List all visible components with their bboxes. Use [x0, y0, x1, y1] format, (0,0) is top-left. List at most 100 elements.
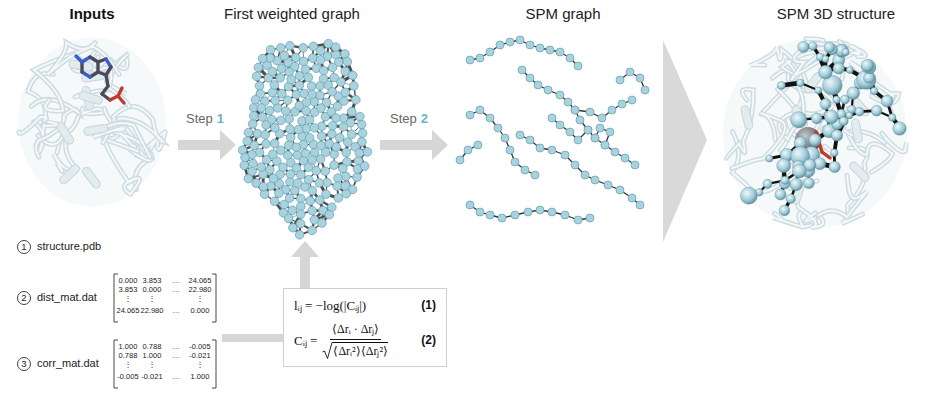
- protein-ribbon: [842, 148, 868, 224]
- graph-vertex: [344, 138, 353, 147]
- spm-vertex: [486, 114, 494, 122]
- formula-row: lᵢⱼ = −log(|Cᵢⱼ|)(1): [294, 296, 436, 314]
- spm-3d-sphere: [798, 41, 809, 52]
- graph-vertex: [257, 104, 266, 113]
- graph-vertex: [317, 141, 326, 150]
- spm-vertex: [501, 134, 509, 142]
- spm-3d-sphere: [824, 42, 835, 53]
- matrix-cell-box: 24.065: [189, 277, 212, 285]
- protein-cartoon: [723, 38, 907, 228]
- spm-vertex: [608, 106, 616, 114]
- graph-vertex: [294, 125, 303, 134]
- graph-vertex: [268, 115, 277, 124]
- graph-vertex: [279, 163, 288, 172]
- callout-circle: 3: [17, 357, 31, 371]
- callout-number: 3: [21, 358, 26, 369]
- spm-vertex: [591, 134, 599, 142]
- graph-vertex: [248, 120, 257, 129]
- graph-vertex: [258, 54, 267, 63]
- spm-3d-sphere: [781, 176, 789, 184]
- spm-3d-sphere: [846, 67, 853, 74]
- equation: lᵢⱼ = −log(|Cᵢⱼ|): [294, 296, 366, 314]
- matrix-cell-box: …: [172, 286, 180, 294]
- graph-vertex: [255, 82, 264, 91]
- spm-vertex: [556, 121, 564, 129]
- spm-vertex: [576, 116, 584, 124]
- matrix-cell: …: [172, 351, 180, 360]
- graph-vertex: [332, 114, 341, 123]
- protein-helix: [83, 124, 108, 136]
- spm-vertex: [574, 62, 582, 70]
- spm-3d-sphere: [864, 72, 875, 83]
- spm-3d-sphere: [792, 164, 806, 178]
- matrix-cell: …: [172, 285, 180, 294]
- panel-heading-box: SPM 3D structure: [777, 5, 895, 22]
- matrix-cell-box: 0.000: [119, 277, 138, 285]
- graph-vertex: [310, 124, 319, 133]
- spm-3d-sphere: [888, 114, 896, 122]
- spm-vertex: [591, 134, 599, 142]
- matrix-cell-box: 1.000: [119, 343, 138, 351]
- fraction: ⟨Δrᵢ · Δrⱼ⟩⟨Δrᵢ²⟩⟨Δrⱼ²⟩: [322, 320, 389, 359]
- graph-vertex: [249, 159, 258, 168]
- spm-3d-sphere: [808, 42, 817, 51]
- graph-vertex: [296, 210, 305, 219]
- graph-vertex: [244, 128, 253, 137]
- graph-vertex: [341, 88, 350, 97]
- graph-vertex: [305, 115, 314, 124]
- spm-vertex: [506, 146, 514, 154]
- matrix-cell: ⋮: [196, 294, 204, 303]
- step-number-box: 2: [421, 112, 428, 127]
- spm-vertex: [456, 156, 464, 164]
- spm-vertex: [511, 158, 519, 166]
- graph-vertex: [319, 66, 328, 75]
- spm-3d-sphere: [766, 155, 773, 162]
- matrix-cell-box: …: [172, 343, 180, 351]
- matrix-cell-box: 1.000: [143, 352, 162, 360]
- protein-cartoon: [18, 37, 165, 206]
- spm-3d-sphere: [811, 113, 822, 124]
- spm-vertex: [548, 146, 556, 154]
- graph-vertex: [251, 96, 260, 105]
- graph-vertex: [254, 63, 263, 72]
- graph-vertex: [316, 47, 325, 56]
- protein-surface: [723, 38, 907, 228]
- protein-ribbon: [818, 175, 867, 217]
- matrix-cell-box: …: [172, 352, 180, 360]
- graph-vertex: [316, 91, 325, 100]
- graph-vertex: [308, 187, 317, 196]
- spm-vertex: [574, 136, 582, 144]
- spm-3d-sphere: [861, 59, 873, 71]
- graph-vertex: [318, 122, 327, 131]
- graph-vertex: [323, 178, 332, 187]
- spm-vertex: [466, 111, 474, 119]
- spm-vertex: [564, 98, 572, 106]
- callout-number: 2: [21, 292, 26, 303]
- spm-vertex: [591, 176, 599, 184]
- matrix-cell: …: [172, 372, 180, 381]
- graph-vertex: [286, 133, 295, 142]
- spm-vertex: [476, 54, 484, 62]
- spm-vertex: [598, 114, 606, 122]
- matrix-cell-box: 24.065: [117, 307, 140, 315]
- fraction-numerator: ⟨Δrᵢ · Δrⱼ⟩: [330, 320, 381, 340]
- protein-ribbon: [732, 113, 785, 168]
- spm-3d-sphere: [779, 205, 790, 216]
- graph-vertex: [266, 46, 275, 55]
- matrix-cell-box: ⋮: [148, 295, 156, 303]
- protein-helix: [791, 105, 809, 130]
- matrix-cell-box: 0.000: [191, 307, 210, 315]
- spm-vertex: [526, 136, 534, 144]
- ligand-bond: [76, 56, 82, 62]
- protein-ribbon-highlight: [31, 99, 78, 157]
- step-label-box: Step: [390, 112, 417, 127]
- file-name: corr_mat.dat: [37, 357, 99, 369]
- spm-3d-sphere: [833, 63, 844, 74]
- graph-vertex: [333, 182, 342, 191]
- spm-vertex: [476, 208, 484, 216]
- graph-vertex: [319, 74, 328, 83]
- graph-vertex: [289, 223, 298, 232]
- graph-vertex: [249, 112, 258, 121]
- graph-vertex: [360, 162, 369, 171]
- spm-vertex: [581, 171, 589, 179]
